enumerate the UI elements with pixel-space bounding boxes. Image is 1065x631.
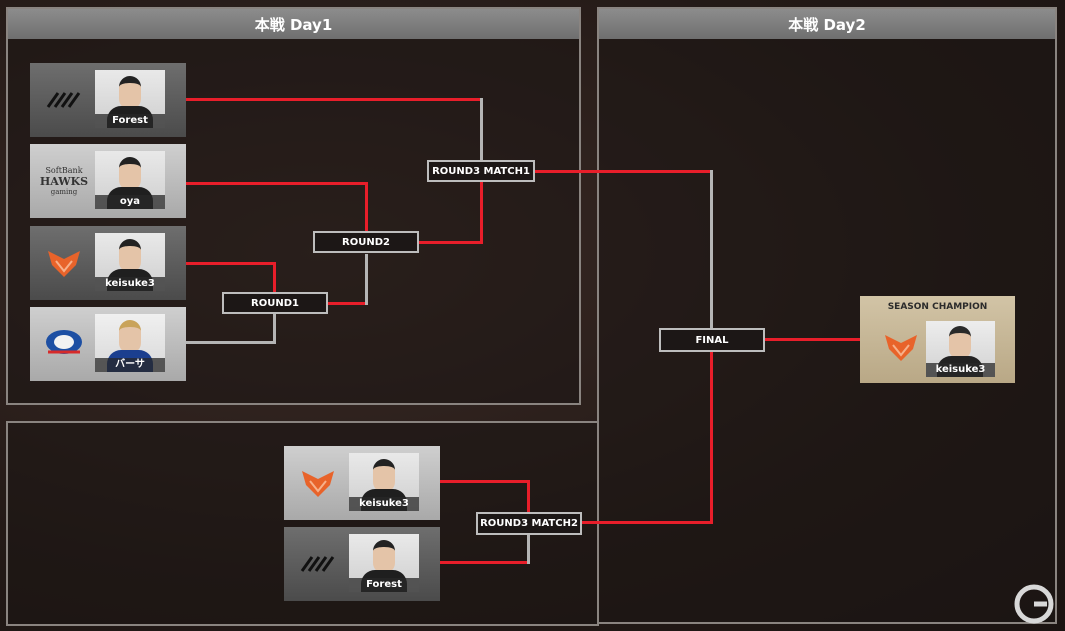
line-r1-out: [326, 302, 368, 305]
hawks-logo-text-1: SoftBank: [45, 166, 83, 175]
line-r2-out-v: [480, 182, 483, 244]
team-logo-icon: [38, 75, 90, 125]
line-oya-r2-v: [365, 182, 368, 231]
player-card-keisuke3-r3m2[interactable]: keisuke3: [284, 446, 440, 520]
line-r2-out: [417, 241, 483, 244]
match-label-round1: ROUND1: [222, 292, 328, 314]
line-forest-r3m2-v: [527, 535, 530, 564]
player-card-keisuke3[interactable]: keisuke3: [30, 226, 186, 300]
match-label-round2: ROUND2: [313, 231, 419, 253]
day2-title: 本戦 Day2: [599, 9, 1055, 39]
player-card-forest-r3m2[interactable]: Forest: [284, 527, 440, 601]
player-name: バーサ: [95, 358, 165, 372]
line-keisuke3-r3m2-v: [527, 480, 530, 513]
line-r3m2-final-v: [710, 351, 713, 524]
orange-team-logo-icon: [878, 324, 924, 370]
champion-name: keisuke3: [926, 363, 995, 377]
player-card-forest[interactable]: Forest: [30, 63, 186, 137]
site-watermark-icon: [1013, 583, 1055, 625]
hawks-logo-text-2: HAWKS: [39, 175, 89, 188]
champion-title: SEASON CHAMPION: [887, 302, 988, 312]
hawks-logo-icon: SoftBank HAWKS gaming: [38, 156, 90, 206]
line-baasa-r1: [186, 341, 276, 344]
player-card-oya[interactable]: SoftBank HAWKS gaming oya: [30, 144, 186, 218]
line-r1-up-v: [365, 254, 368, 305]
line-forest-r3m2: [440, 561, 530, 564]
player-name: keisuke3: [95, 277, 165, 291]
line-final-champ: [764, 338, 860, 341]
line-keisuke3-r1: [186, 262, 276, 265]
match-label-round3-match1: ROUND3 MATCH1: [427, 160, 535, 182]
hawks-logo-text-3: gaming: [50, 188, 78, 196]
orange-team-logo-icon: [38, 238, 90, 288]
match-label-round3-match2: ROUND3 MATCH2: [476, 512, 582, 535]
marinos-logo-icon: [38, 319, 90, 369]
line-forest-r3-v: [480, 98, 483, 160]
line-r3m1-final-v: [710, 170, 713, 328]
player-name: oya: [95, 195, 165, 209]
orange-team-logo-icon: [292, 458, 344, 508]
player-name: Forest: [349, 578, 419, 592]
line-r3m2-out: [582, 521, 713, 524]
player-name: keisuke3: [349, 497, 419, 511]
line-forest-r3: [186, 98, 483, 101]
player-card-baasa[interactable]: バーサ: [30, 307, 186, 381]
line-oya-r2: [186, 182, 368, 185]
player-name: Forest: [95, 114, 165, 128]
line-keisuke3-r3m2: [440, 480, 530, 483]
line-baasa-r1-v: [273, 314, 276, 344]
match-label-final: FINAL: [659, 328, 765, 352]
team-logo-icon: [292, 539, 344, 589]
season-champion-card[interactable]: SEASON CHAMPION keisuke3: [860, 296, 1015, 383]
day1-title: 本戦 Day1: [8, 9, 579, 39]
line-keisuke3-r1-v: [273, 262, 276, 293]
line-r3m1-out: [535, 170, 713, 173]
